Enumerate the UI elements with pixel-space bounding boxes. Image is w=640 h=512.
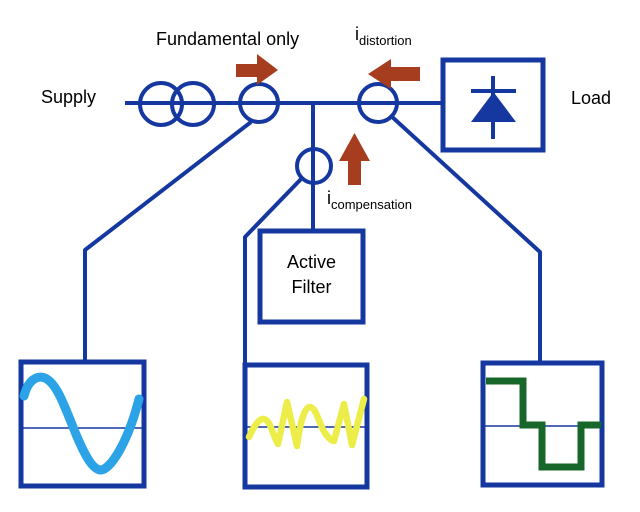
- transformer-primary-winding-icon: [138, 81, 184, 127]
- compensation-current-arrow-icon: [339, 133, 370, 185]
- i-distortion-label: idistortion: [355, 24, 412, 48]
- supply-current-waveform: [19, 372, 144, 475]
- compensation-current-waveform: [245, 395, 368, 450]
- ct-distortion-icon: [357, 82, 399, 124]
- active-filter-label: Active Filter: [260, 250, 363, 300]
- supply-label: Supply: [41, 87, 97, 107]
- active-filter-label-line2: Filter: [291, 277, 332, 297]
- wire-to-load-waveform: [388, 113, 542, 363]
- load-label: Load: [571, 88, 612, 108]
- wire-to-supply-waveform: [83, 120, 253, 362]
- wire-to-compensation-waveform: [243, 175, 305, 365]
- i-compensation-label: icompensation: [327, 188, 412, 212]
- active-filter-label-line1: Active: [286, 252, 337, 272]
- i-compensation-prefix: i: [327, 188, 331, 208]
- active-filter-box: [257, 228, 366, 325]
- ct-compensation-icon: [295, 147, 333, 185]
- i-distortion-prefix: i: [355, 24, 359, 44]
- supply-waveform-box: [18, 359, 147, 489]
- fundamental-current-arrow-icon: [236, 54, 278, 85]
- fundamental-only-label: Fundamental only: [156, 29, 300, 49]
- diode-triangle-icon: [471, 92, 516, 122]
- i-compensation-subscript: compensation: [331, 197, 412, 212]
- load-current-waveform: [486, 377, 601, 471]
- i-distortion-subscript: distortion: [359, 33, 412, 48]
- distortion-current-arrow-icon: [368, 59, 420, 89]
- ct-fundamental-icon: [238, 82, 280, 124]
- transformer-secondary-winding-icon: [170, 81, 216, 127]
